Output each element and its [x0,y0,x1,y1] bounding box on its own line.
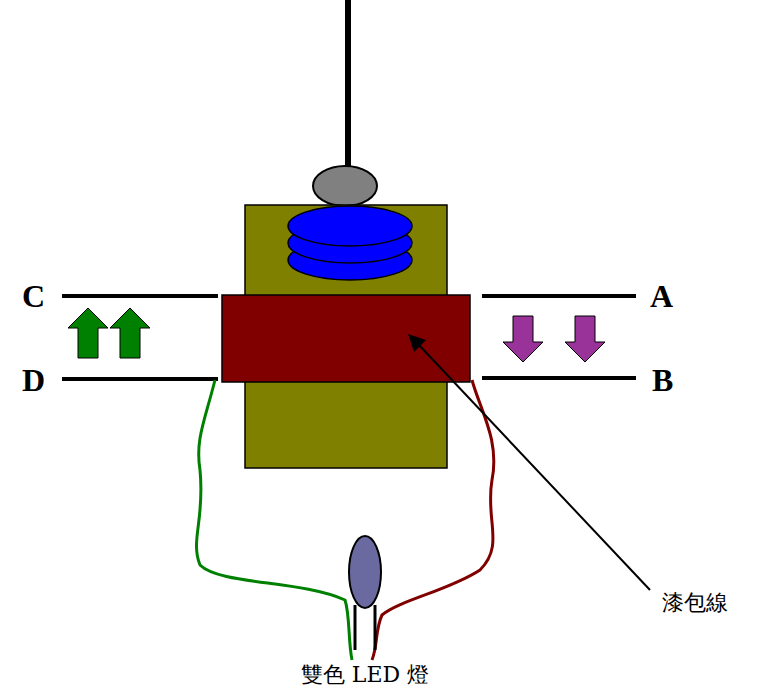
up-arrow [68,308,108,358]
field-line [482,294,636,298]
field-line [62,294,218,298]
down-arrow [503,316,543,362]
red-wire [372,380,494,660]
field-line [62,377,218,381]
led-leg [374,605,377,650]
leader-line [418,344,650,590]
down-arrow [565,316,605,362]
wire-coil [222,295,470,382]
pole-label: B [652,364,673,396]
part-label: 雙色 LED 燈 [301,664,429,686]
leader-head [408,334,426,352]
pole-label: D [22,364,45,396]
up-arrow [110,308,150,358]
knob [313,166,377,206]
green-wire [196,380,352,660]
pole-label: C [22,280,45,312]
pole-label: A [650,280,673,312]
led-leg [354,605,357,650]
magnet-disc [288,206,412,246]
led-bulb [349,536,381,608]
part-label: 漆包線 [662,592,728,614]
field-line [482,376,636,380]
hanging-rod [345,0,351,178]
